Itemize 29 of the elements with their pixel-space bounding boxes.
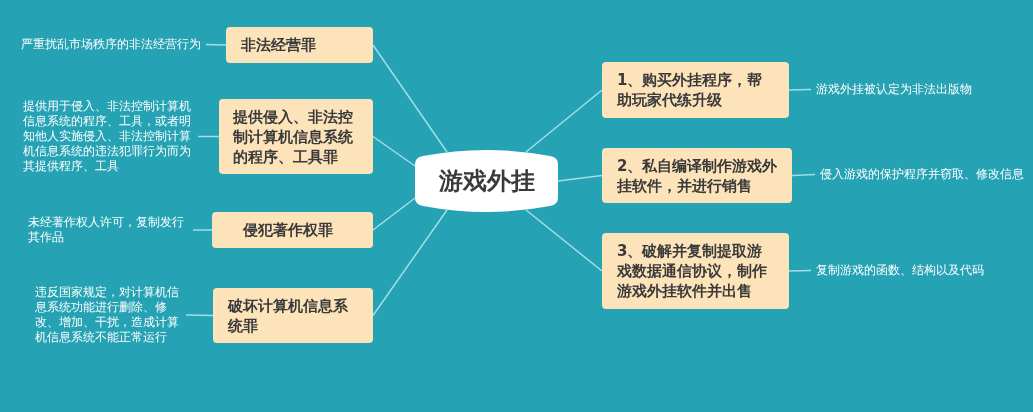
topic-box: 侵犯著作权罪 bbox=[212, 212, 373, 248]
note-text: 严重扰乱市场秩序的非法经营行为 bbox=[21, 37, 201, 52]
connector-line bbox=[525, 209, 603, 272]
topic-box: 2、私自编译制作游戏外挂软件，并进行销售 bbox=[602, 148, 792, 203]
connector-line bbox=[205, 43, 227, 46]
note-text: 游戏外挂被认定为非法出版物 bbox=[816, 82, 972, 97]
connector-line bbox=[788, 88, 812, 91]
note-text: 侵入游戏的保护程序并窃取、修改信息 bbox=[820, 167, 1024, 182]
connector-line bbox=[557, 174, 603, 182]
topic-box: 破坏计算机信息系统罪 bbox=[213, 288, 373, 343]
connector-line bbox=[372, 44, 448, 153]
connector-line bbox=[372, 197, 416, 231]
connector-line bbox=[192, 229, 213, 231]
connector-line bbox=[372, 209, 448, 317]
note-text: 未经著作权人许可，复制发行其作品 bbox=[28, 215, 188, 245]
connector-line bbox=[372, 135, 416, 167]
topic-box: 3、破解并复制提取游戏数据通信协议，制作游戏外挂软件并出售 bbox=[602, 233, 789, 309]
central-topic: 游戏外挂 bbox=[415, 148, 558, 214]
connector-line bbox=[525, 89, 603, 153]
topic-box: 非法经营罪 bbox=[226, 27, 373, 63]
connector-line bbox=[185, 314, 214, 317]
note-text: 复制游戏的函数、结构以及代码 bbox=[816, 263, 984, 278]
connector-line bbox=[197, 135, 220, 138]
note-text: 违反国家规定，对计算机信息系统功能进行删除、修改、增加、干扰，造成计算机信息系统不能正常运行 bbox=[35, 285, 181, 345]
note-text: 提供用于侵入、非法控制计算机信息系统的程序、工具，或者明知他人实施侵入、非法控制计算机信息系统的违法犯罪行为而为其提供程序、工具 bbox=[23, 99, 193, 174]
topic-box: 提供侵入、非法控制计算机信息系统的程序、工具罪 bbox=[219, 99, 373, 174]
topic-box: 1、购买外挂程序，帮助玩家代练升级 bbox=[602, 62, 789, 118]
connector-line bbox=[788, 269, 812, 272]
connector-line bbox=[791, 173, 816, 177]
